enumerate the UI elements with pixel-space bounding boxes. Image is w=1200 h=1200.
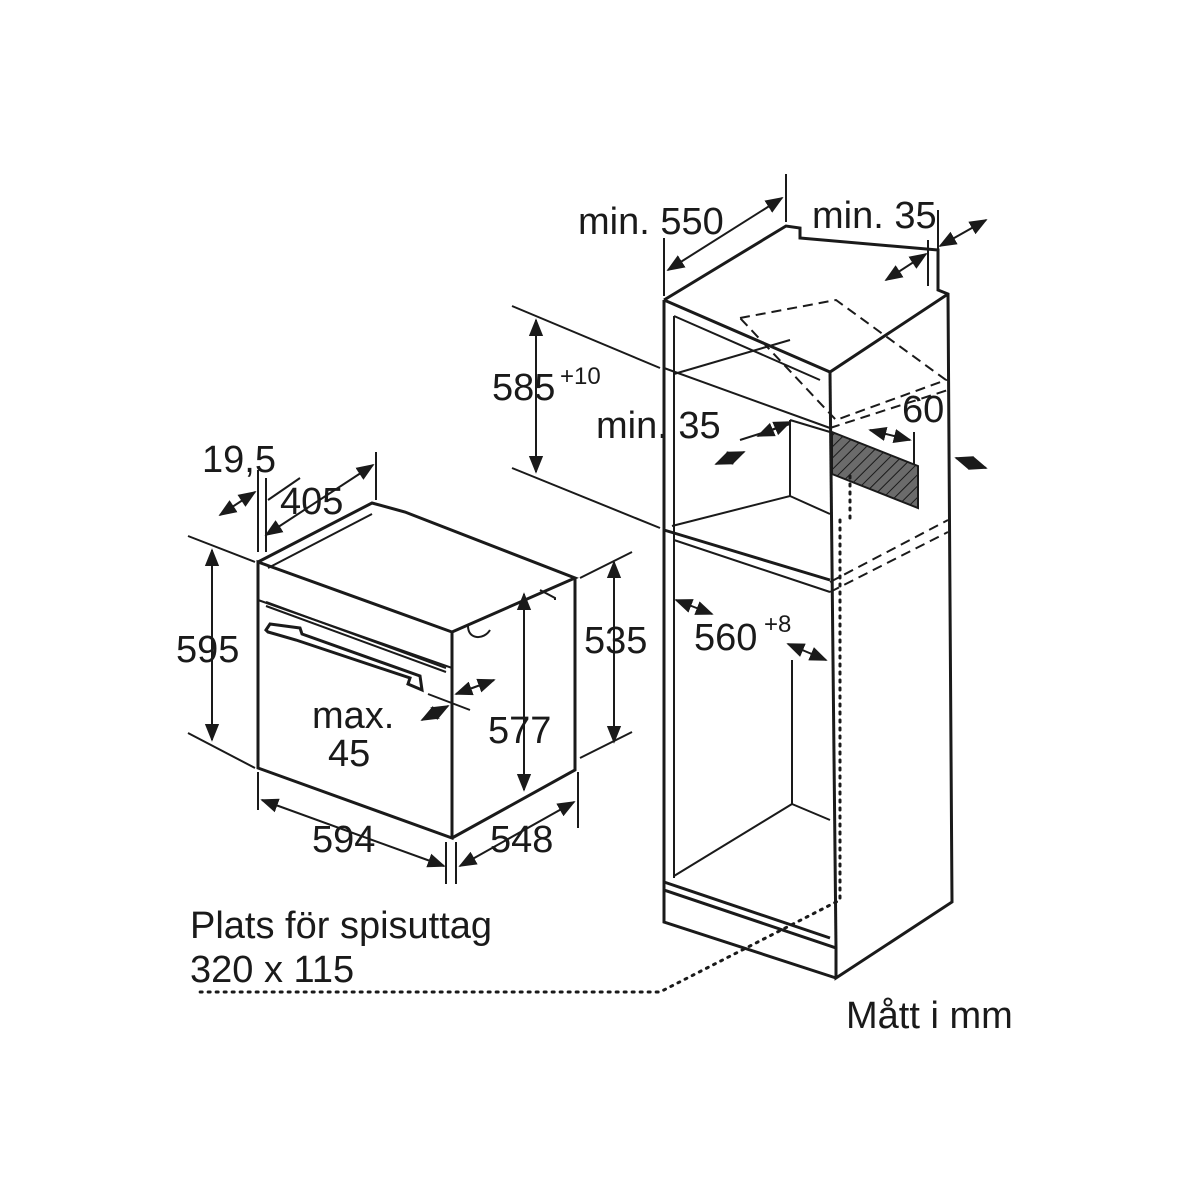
oven-drawing — [256, 501, 579, 841]
dim-trim-depth: 19,5 — [202, 439, 276, 481]
oven-handle — [264, 622, 424, 693]
oven-dimensions: 19,5 405 595 535 577 max. 45 594 548 — [176, 439, 647, 884]
dim-handle-max-label: max. — [312, 695, 394, 737]
dim-handle-max-value: 45 — [328, 733, 370, 775]
dim-width: 594 — [312, 819, 375, 861]
dim-niche-width: 560 — [694, 617, 757, 659]
cabinet-drawing — [194, 224, 954, 994]
socket-note-line1: Plats för spisuttag — [190, 905, 492, 947]
dim-height: 595 — [176, 629, 239, 671]
dim-vent: 60 — [902, 389, 944, 431]
oven-side — [451, 578, 577, 840]
dim-depth: 548 — [490, 819, 553, 861]
dim-inner-height: 577 — [488, 710, 551, 752]
dim-rear-gap: min. 35 — [812, 195, 937, 237]
dim-depth-top: 405 — [280, 481, 343, 523]
vent-block — [831, 430, 919, 510]
cabinet-dimensions: min. 550 min. 35 585 +10 min. 35 60 560 … — [492, 174, 988, 661]
dim-niche-height: 585 — [492, 367, 555, 409]
dim-cabinet-depth: min. 550 — [578, 201, 724, 243]
dim-height-body: 535 — [584, 620, 647, 662]
dim-niche-width-tolerance: +8 — [764, 611, 791, 638]
units-note: Mått i mm — [846, 995, 1013, 1037]
socket-note-line2: 320 x 115 — [190, 949, 354, 991]
dim-shelf-gap: min. 35 — [596, 405, 721, 447]
dim-niche-height-tolerance: +10 — [560, 363, 601, 390]
cabinet-outline — [662, 224, 954, 981]
